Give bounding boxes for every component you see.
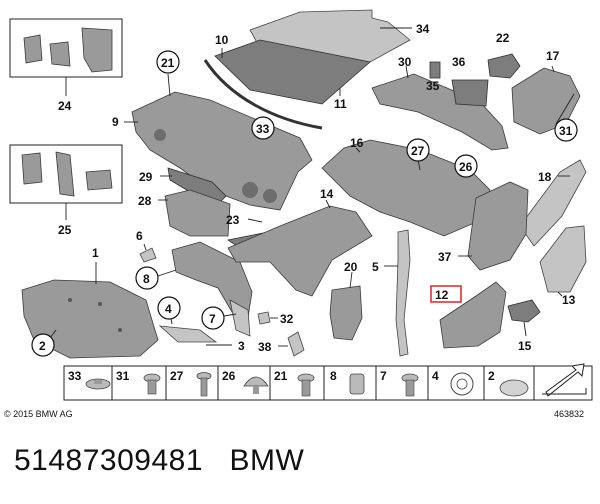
callout-11: 11 <box>334 97 347 111</box>
svg-text:7: 7 <box>380 369 387 383</box>
copyright: © 2015 BMW AG <box>4 409 73 419</box>
callout-13: 13 <box>562 293 576 307</box>
part-32-clip[interactable]: 32 <box>257 311 294 326</box>
arrow-icon <box>542 363 587 397</box>
callout-7: 7 <box>209 312 216 326</box>
svg-text:21: 21 <box>274 369 288 383</box>
callout-22: 22 <box>496 31 510 45</box>
callout-21: 21 <box>161 56 175 70</box>
callout-23: 23 <box>226 213 240 227</box>
part-16-firewall-mat[interactable]: 16 27 26 <box>321 136 491 237</box>
callout-4: 4 <box>165 302 172 316</box>
callout-37: 37 <box>438 250 452 264</box>
callout-30: 30 <box>398 55 412 69</box>
callout-5: 5 <box>372 260 379 274</box>
callout-33: 33 <box>256 122 270 136</box>
fastener-31[interactable]: 31 <box>116 369 161 395</box>
caption: 51487309481 BMW <box>14 444 304 478</box>
svg-text:31: 31 <box>116 369 130 383</box>
svg-text:2: 2 <box>488 369 495 383</box>
part-3-trim[interactable]: 3 <box>158 325 245 353</box>
fastener-8[interactable]: 8 <box>330 369 365 395</box>
callout-14: 14 <box>320 187 334 201</box>
callout-1: 1 <box>92 246 99 260</box>
part-9-cowl-panel[interactable]: 9 21 33 <box>112 50 313 211</box>
part-20-panel[interactable]: 20 <box>329 260 363 341</box>
callout-9: 9 <box>112 115 119 129</box>
part-35-clip[interactable]: 35 <box>426 61 441 93</box>
fastener-strip: 33 31 27 26 21 8 7 <box>63 363 593 401</box>
callout-29: 29 <box>139 170 153 184</box>
callout-34: 34 <box>416 22 430 36</box>
part-17-side-panel[interactable]: 17 31 <box>511 49 581 142</box>
callout-16: 16 <box>350 136 364 150</box>
parts-group-24[interactable]: 24 <box>9 18 123 113</box>
part-10-11-bulkhead-mat[interactable]: 10 11 <box>203 33 371 130</box>
svg-text:26: 26 <box>222 369 236 383</box>
callout-2: 2 <box>39 339 46 353</box>
part-5-strip[interactable]: 5 <box>372 229 411 357</box>
svg-text:27: 27 <box>170 369 184 383</box>
callout-36: 36 <box>452 55 466 69</box>
part-12-side-insulation[interactable]: 12 <box>430 281 507 349</box>
part-13-pillar-trim[interactable]: 13 <box>539 225 587 307</box>
callout-31: 31 <box>559 124 573 138</box>
svg-text:8: 8 <box>330 369 337 383</box>
callout-8: 8 <box>143 272 150 286</box>
callout-3: 3 <box>238 339 245 353</box>
callout-20: 20 <box>344 260 358 274</box>
callout-27: 27 <box>411 144 425 158</box>
part-28-duct[interactable]: 28 <box>138 189 231 237</box>
fastener-33[interactable]: 33 <box>68 369 111 390</box>
callout-25: 25 <box>58 223 72 237</box>
fastener-21[interactable]: 21 <box>274 369 315 397</box>
part-7-liner[interactable]: 7 <box>201 299 251 337</box>
callout-28: 28 <box>138 194 152 208</box>
parts-diagram: 24 25 34 10 11 19 9 21 33 <box>4 9 593 419</box>
brand-name: BMW <box>229 444 305 477</box>
callout-32: 32 <box>280 312 294 326</box>
callout-17: 17 <box>546 49 560 63</box>
callout-26: 26 <box>459 160 473 174</box>
fastener-26[interactable]: 26 <box>222 369 269 394</box>
part-14-firewall-insulation[interactable]: 14 <box>227 187 373 297</box>
callout-10: 10 <box>215 33 229 47</box>
callout-35: 35 <box>426 79 440 93</box>
part-4-callout[interactable]: 4 <box>157 296 181 325</box>
callout-6: 6 <box>136 229 143 243</box>
svg-text:4: 4 <box>432 369 439 383</box>
part-15-grommet[interactable]: 15 <box>507 299 541 353</box>
part-38-clip[interactable]: 38 <box>258 331 305 357</box>
part-1-floor-mat[interactable]: 1 2 <box>21 246 159 359</box>
fastener-7[interactable]: 7 <box>380 369 419 397</box>
svg-text:33: 33 <box>68 369 82 383</box>
fastener-2[interactable]: 2 <box>488 369 529 397</box>
part-37-panel[interactable]: 37 <box>438 181 529 271</box>
part-6-clip[interactable]: 6 <box>136 229 157 263</box>
diagram-id: 463832 <box>554 409 584 419</box>
callout-24: 24 <box>58 99 72 113</box>
fastener-27[interactable]: 27 <box>170 369 212 397</box>
fastener-4[interactable]: 4 <box>432 369 474 396</box>
part-22-pad[interactable]: 22 <box>487 31 521 79</box>
parts-group-25[interactable]: 25 <box>9 144 123 237</box>
part-18-pillar-trim[interactable]: 18 <box>519 159 587 247</box>
part-number: 51487309481 <box>14 444 204 477</box>
callout-12: 12 <box>435 288 449 302</box>
part-30-cross-member-insulation[interactable]: 30 <box>371 55 509 151</box>
callout-15: 15 <box>518 339 532 353</box>
part-36-pad[interactable]: 36 <box>451 55 489 107</box>
callout-38: 38 <box>258 340 272 354</box>
callout-18: 18 <box>538 170 552 184</box>
